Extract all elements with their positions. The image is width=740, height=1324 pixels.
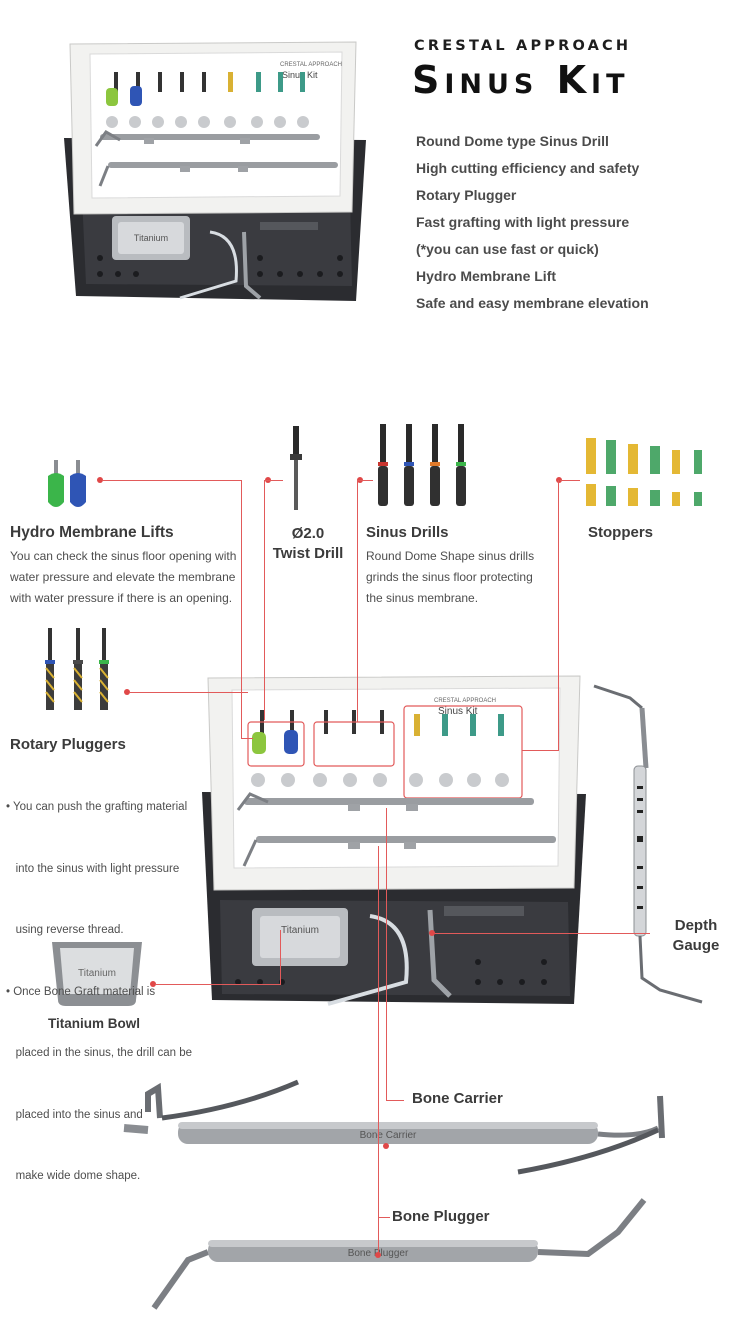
twist-callout-line-h [265,480,283,481]
depth-gauge-line2: Gauge [672,937,720,954]
feature-list: Round Dome type Sinus Drill High cutting… [416,128,649,317]
depth-gauge-line1: Depth [674,917,718,934]
rotary-pluggers-image [45,628,109,710]
sinus-drills-image [378,424,466,506]
stoppers-callout-line-v [558,480,559,750]
plugger-callout-line-v [378,846,379,1254]
titanium-bowl-image: Titanium [52,942,142,1006]
bowl-callout-line-h [156,984,280,985]
hydro-desc-line: You can check the sinus floor opening wi… [10,549,237,563]
titanium-bowl-title: Titanium Bowl [48,1016,141,1031]
bowl-callout-dot [150,981,156,987]
rotary-desc-line: placed into the sinus and [6,1108,143,1121]
stoppers-image [586,438,702,506]
stoppers-callout-line-h [560,480,580,481]
sinus-callout-line-v [357,480,358,722]
plugger-callout-line-h [378,1217,390,1218]
hydro-callout-line-v [241,480,242,738]
kit-subtitle: CRESTAL APPROACH [414,38,632,54]
stoppers-callout-dot [556,477,562,483]
rotary-desc-line: into the sinus with light pressure [6,862,180,875]
bowl-engraving-large: Titanium [281,925,319,936]
stoppers-callout-line-h2 [522,750,559,751]
feature-item: (*you can use fast or quick) [416,241,599,257]
feature-item: Rotary Plugger [416,187,517,203]
sinus-kit-photo-annotated: Titanium CRESTAL APPROACH Sinus Kit [202,675,586,1006]
feature-item: Safe and easy membrane elevation [416,295,649,311]
hydro-description: You can check the sinus floor opening wi… [10,546,236,609]
rotary-desc-line: • You can push the grafting material [6,801,188,813]
hydro-desc-line: with water pressure if there is an openi… [10,591,233,605]
sinus-desc-line: Round Dome Shape sinus drills [366,549,535,563]
gauge-callout-dot [429,930,435,936]
carrier-callout-line-v [386,808,387,1100]
rotary-description: • You can push the grafting material int… [6,756,192,1207]
bowl-engraving-small: Titanium [134,233,168,243]
bone-carrier-engraving: Bone Carrier [360,1130,417,1141]
hydro-title: Hydro Membrane Lifts [10,524,174,541]
rotary-callout-dot [124,689,130,695]
twist-callout-line-v [264,480,265,720]
feature-item: Fast grafting with light pressure [416,214,630,230]
sinus-desc-line: grinds the sinus floor protecting [366,570,533,584]
sinus-drills-description: Round Dome Shape sinus drills grinds the… [366,546,534,609]
bowl-callout-line-v [280,930,281,985]
hydro-callout-line-h2 [241,738,253,739]
carrier-callout-dot [383,1143,389,1149]
hydro-callout-line [103,480,242,481]
tray-text-small: CRESTAL APPROACH [280,62,342,68]
depth-gauge-image [593,684,703,1004]
stoppers-title: Stoppers [588,524,654,541]
bone-plugger-image: Bone Plugger [151,1198,647,1310]
feature-item: Hydro Membrane Lift [416,268,557,284]
rotary-desc-line: placed in the sinus, the drill can be [6,1047,193,1059]
hydro-desc-line: water pressure and elevate the membrane [10,570,236,584]
sinus-kit-photo-top: Titanium CRESTAL APPROACH Sinus Kit [64,41,366,301]
tray-text-big-2: Sinus Kit [438,706,478,717]
bone-carrier-image: Bone Carrier [123,1079,665,1175]
tray-text-small-2: CRESTAL APPROACH [434,698,496,704]
hydro-membrane-lifts-image [48,460,86,507]
sinus-drills-title: Sinus Drills [366,524,449,541]
feature-item: Round Dome type Sinus Drill [416,133,609,149]
kit-title: Sinus Kit [412,58,630,102]
sinus-desc-line: the sinus membrane. [366,591,479,605]
rotary-callout-line [130,692,248,693]
twist-drill-name: Twist Drill [272,545,344,562]
depth-gauge-label: Depth Gauge [660,916,732,956]
rotary-desc-line: • Once Bone Graft material is [6,985,156,998]
gauge-callout-line [432,933,650,934]
hydro-callout-dot [97,477,103,483]
bowl-engraving: Titanium [78,968,116,979]
carrier-callout-line-h [386,1100,404,1101]
bone-carrier-title: Bone Carrier [412,1090,503,1107]
rotary-desc-line: make wide dome shape. [6,1170,141,1182]
rotary-title: Rotary Pluggers [10,736,126,753]
twist-drill-label: Ø2.0 Twist Drill [262,524,354,564]
twist-drill-image [290,426,302,510]
plugger-callout-dot [375,1252,381,1258]
bone-plugger-title: Bone Plugger [392,1208,490,1225]
feature-item: High cutting efficiency and safety [416,160,640,176]
sinus-callout-line-h [357,480,373,481]
twist-drill-size: Ø2.0 [291,525,325,542]
rotary-desc-line: using reverse thread. [6,924,124,936]
